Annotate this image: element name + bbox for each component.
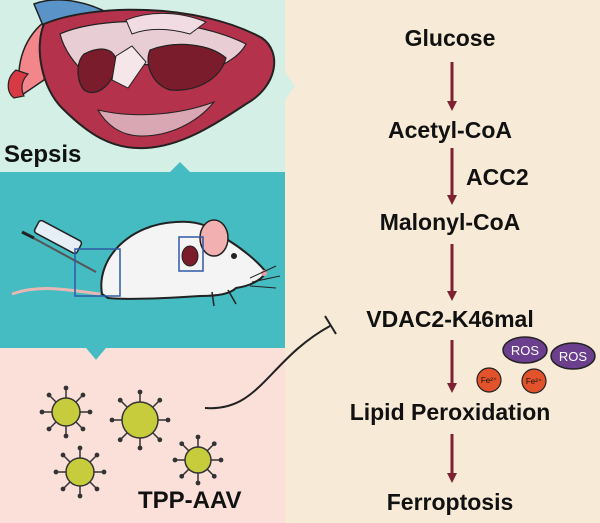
virus-icon [109, 389, 171, 451]
virus-icon [172, 434, 224, 486]
step-vdac2-k46mal: VDAC2-K46mal [366, 306, 534, 332]
heart-icon [7, 0, 276, 150]
step-acetyl-coa: Acetyl-CoA [388, 117, 512, 143]
iron-text: Fe²⁺ [481, 376, 497, 385]
enzyme-acc2: ACC2 [466, 164, 529, 190]
ros-text: ROS [511, 343, 540, 358]
step-malonyl-coa: Malonyl-CoA [379, 209, 521, 235]
ros-molecule: ROS [502, 336, 548, 364]
sepsis-label: Sepsis [4, 141, 82, 168]
step-ferroptosis: Ferroptosis [386, 489, 514, 515]
virus-group [39, 385, 224, 499]
virus-icon [53, 445, 107, 499]
mouse-icon [11, 219, 281, 307]
step-glucose: Glucose [404, 25, 496, 51]
iron-ion: Fe²⁺ [476, 367, 502, 393]
step-lipid-peroxidation: Lipid Peroxidation [349, 399, 551, 425]
ros-molecule: ROS [550, 342, 596, 370]
inhibition-arrow-icon [204, 315, 337, 410]
iron-text: Fe²⁺ [526, 377, 542, 386]
ros-text: ROS [559, 349, 588, 364]
treatment-label: TPP-AAV [138, 487, 242, 514]
virus-icon [39, 385, 93, 439]
iron-ion: Fe²⁺ [521, 368, 547, 394]
syringe-icon [21, 219, 97, 273]
